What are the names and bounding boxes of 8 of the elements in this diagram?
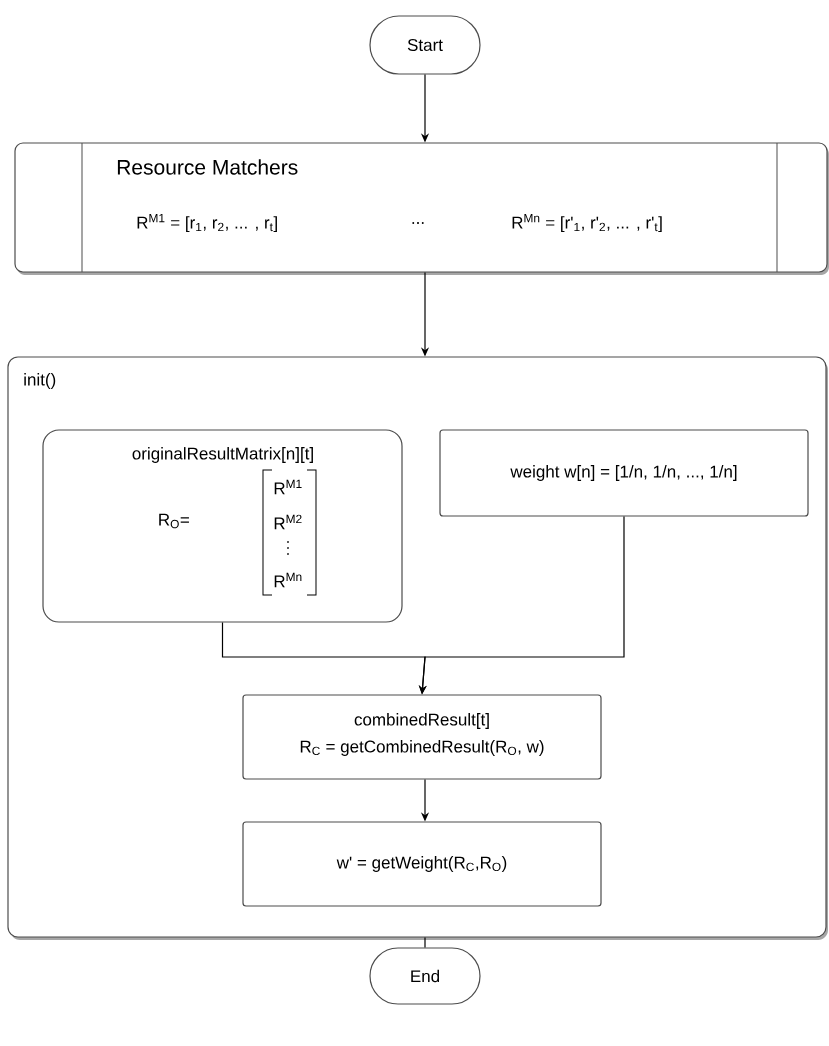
- process-box: w' = getWeight(R$_{C}$,R$_{O}$): [242, 821, 602, 907]
- connector-line: [424, 937, 426, 948]
- process-box: originalResultMatrix[n][t] R$_{O}$= R$^{M1}$ R$^{M2}$ R$^{Mn}$: [42, 429, 403, 623]
- process-box: weight w[n] = [1/n, 1/n, ..., 1/n]: [439, 429, 809, 517]
- process-box: combinedResult[t] R$_{C}$ = getCombinedResult(R$_{O}$, w): [242, 694, 602, 780]
- end-terminal: End: [369, 947, 481, 1005]
- predefined-process-box: Resource Matchers R$^{M1}$ = [r$_{1}$, r$_{2}$, ... , r$_{t}$] ... R$^{Mn}$ = [r'$_{1}$, r'$_{2}$, ... , r'$_{t}$]: [14, 142, 829, 275]
- start-terminal: Start: [369, 15, 481, 75]
